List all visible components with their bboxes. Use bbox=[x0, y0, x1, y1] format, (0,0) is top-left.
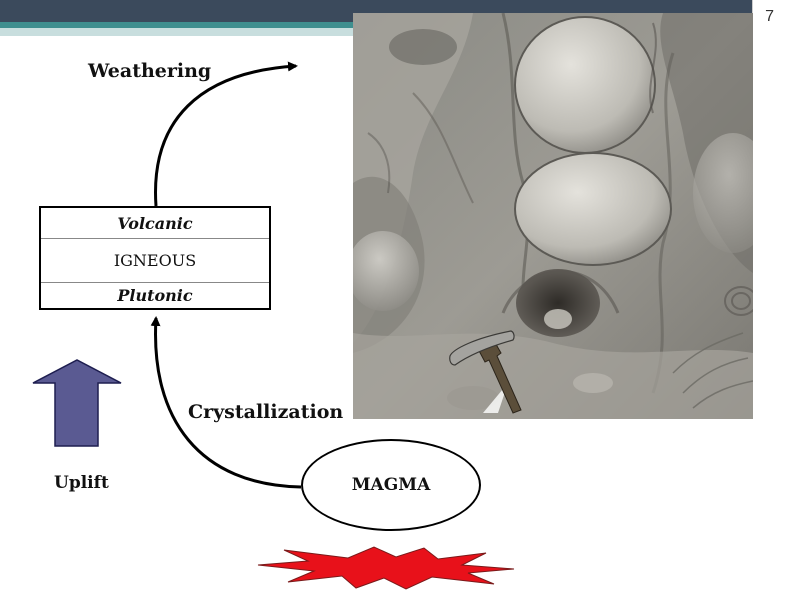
weathering-label: Weathering bbox=[88, 60, 211, 82]
crystallization-label: Crystallization bbox=[188, 401, 343, 423]
igneous-cell: IGNEOUS bbox=[41, 239, 269, 283]
uplift-arrow-icon bbox=[32, 359, 122, 449]
magma-label: MAGMA bbox=[352, 475, 431, 495]
granite-boulders-photo bbox=[353, 13, 753, 419]
plutonic-cell: Plutonic bbox=[41, 283, 269, 308]
magma-ellipse: MAGMA bbox=[301, 439, 481, 531]
heat-burst-icon bbox=[256, 545, 526, 591]
weathering-arrow bbox=[156, 66, 296, 206]
uplift-label: Uplift bbox=[54, 473, 109, 493]
volcanic-cell: Volcanic bbox=[41, 208, 269, 239]
rock-type-table: Volcanic IGNEOUS Plutonic bbox=[39, 206, 271, 310]
